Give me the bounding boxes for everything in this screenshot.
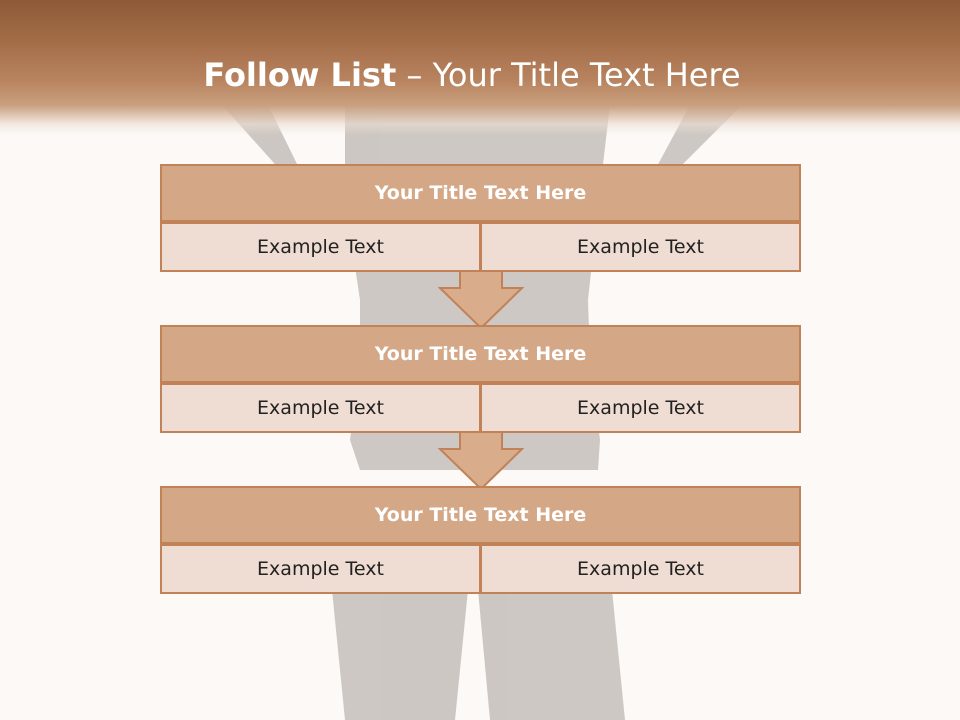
block-title: Your Title Text Here (160, 164, 801, 222)
list-block-1: Your Title Text Here Example Text Exampl… (160, 164, 801, 272)
slide-title-rest: – Your Title Text Here (396, 56, 741, 94)
block-cell-right: Example Text (480, 383, 801, 433)
slide-title-bold: Follow List (203, 56, 397, 94)
down-arrow-icon (438, 431, 524, 491)
block-title: Your Title Text Here (160, 325, 801, 383)
block-title: Your Title Text Here (160, 486, 801, 544)
block-cell-left: Example Text (160, 222, 481, 272)
block-cell-right: Example Text (480, 222, 801, 272)
slide-title: Follow List – Your Title Text Here (0, 52, 944, 98)
down-arrow-icon (438, 270, 524, 330)
block-cell-left: Example Text (160, 544, 481, 594)
list-block-3: Your Title Text Here Example Text Exampl… (160, 486, 801, 594)
block-cell-right: Example Text (480, 544, 801, 594)
block-cell-left: Example Text (160, 383, 481, 433)
list-block-2: Your Title Text Here Example Text Exampl… (160, 325, 801, 433)
header-band (0, 0, 960, 135)
